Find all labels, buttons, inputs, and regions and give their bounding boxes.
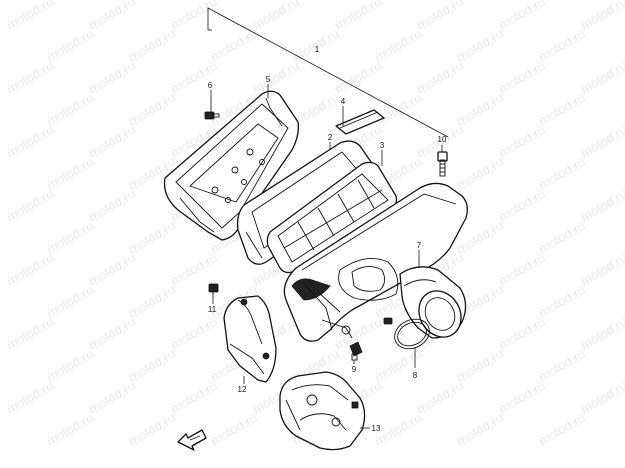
screw-11 <box>208 283 219 298</box>
side-cover-panel <box>223 295 277 383</box>
watermark-text: motod.ru <box>86 314 138 353</box>
watermark-text: motod.ru <box>496 0 548 33</box>
lower-resonator <box>279 371 366 451</box>
callout-11: 11 <box>208 305 217 314</box>
watermark-text: motod.ru <box>332 0 384 33</box>
bolt-6 <box>204 111 220 120</box>
watermark-text: motod.ru <box>536 90 588 129</box>
callout-4: 4 <box>341 97 346 106</box>
watermark-text: motod.ru <box>126 26 178 65</box>
watermark-text: motod.ru <box>536 218 588 257</box>
callout-12: 12 <box>238 385 247 394</box>
watermark-text: motod.ru <box>126 218 178 257</box>
watermark-text: motod.ru <box>250 58 302 97</box>
watermark-text: motod.ru <box>578 314 625 353</box>
front-direction-arrow-icon <box>177 429 207 451</box>
callout-6: 6 <box>208 81 213 90</box>
watermark-text: motod.ru <box>496 250 548 289</box>
watermark-text: motod.ru <box>4 58 56 97</box>
drain-plug <box>349 341 363 361</box>
watermark-text: motod.ru <box>454 410 506 449</box>
watermark-text: motod.ru <box>496 186 548 225</box>
intake-boot <box>399 266 467 339</box>
watermark-text: motod.ru <box>86 58 138 97</box>
watermark-text: motod.ru <box>86 250 138 289</box>
watermark-text: motod.ru <box>496 58 548 97</box>
watermark-text: motod.ru <box>208 410 260 449</box>
hose-clamp <box>383 317 430 350</box>
watermark-text: motod.ru <box>496 314 548 353</box>
watermark-text: motod.ru <box>578 378 625 417</box>
watermark-text: motod.ru <box>536 410 588 449</box>
watermark-text: motod.ru <box>496 378 548 417</box>
watermark-text: motod.ru <box>44 346 96 385</box>
watermark-text: motod.ru <box>4 0 56 33</box>
watermark-text: motod.ru <box>4 250 56 289</box>
watermark-text: motod.ru <box>86 0 138 33</box>
assembly-bracket <box>207 7 449 138</box>
watermark-text: motod.ru <box>126 346 178 385</box>
watermark-text: motod.ru <box>126 282 178 321</box>
watermark-text: motod.ru <box>168 0 220 33</box>
watermark-text: motod.ru <box>126 410 178 449</box>
watermark-text: motod.ru <box>454 346 506 385</box>
watermark-text: motod.ru <box>578 186 625 225</box>
watermark-text: motod.ru <box>44 282 96 321</box>
watermark-text: motod.ru <box>4 378 56 417</box>
watermark-text: motod.ru <box>454 154 506 193</box>
watermark-text: motod.ru <box>578 58 625 97</box>
watermark-text: motod.ru <box>44 154 96 193</box>
watermark-text: motod.ru <box>86 186 138 225</box>
watermark-text: motod.ru <box>496 122 548 161</box>
watermark-text: motod.ru <box>168 314 220 353</box>
callout-7: 7 <box>417 241 422 250</box>
air-cleaner-cover <box>163 90 300 241</box>
watermark-text: motod.ru <box>332 58 384 97</box>
watermark-text: motod.ru <box>536 282 588 321</box>
watermark-text: motod.ru <box>414 0 466 33</box>
callout-9: 9 <box>352 365 357 374</box>
filter-cage <box>266 161 398 274</box>
leader-lines <box>210 84 443 429</box>
watermark-text: motod.ru <box>44 90 96 129</box>
seal-4 <box>335 109 385 135</box>
watermark-text: motod.ru <box>86 122 138 161</box>
callout-1: 1 <box>315 45 320 54</box>
watermark-text: motod.ru <box>454 90 506 129</box>
callout-3: 3 <box>380 141 385 150</box>
watermark-text: motod.ru <box>578 0 625 33</box>
callout-13: 13 <box>372 424 381 433</box>
callout-2: 2 <box>328 133 333 142</box>
watermark-text: motod.ru <box>578 250 625 289</box>
air-cleaner-case <box>283 182 468 342</box>
callout-8: 8 <box>413 371 418 380</box>
callout-10: 10 <box>438 135 447 144</box>
watermark-text: motod.ru <box>4 186 56 225</box>
watermark-text: motod.ru <box>454 26 506 65</box>
callout-5: 5 <box>266 75 271 84</box>
watermark-text: motod.ru <box>168 58 220 97</box>
watermark-text: motod.ru <box>44 218 96 257</box>
watermark-text: motod.ru <box>4 122 56 161</box>
watermark-text: motod.ru <box>578 122 625 161</box>
watermark-text: motod.ru <box>4 314 56 353</box>
watermark-text: motod.ru <box>372 90 424 129</box>
watermark-text: motod.ru <box>168 378 220 417</box>
watermark-text: motod.ru <box>536 26 588 65</box>
watermark-text: motod.ru <box>414 378 466 417</box>
watermark-text: motod.ru <box>536 154 588 193</box>
watermark-text: motod.ru <box>536 346 588 385</box>
watermark-text: motod.ru <box>126 90 178 129</box>
watermark-text: motod.ru <box>250 0 302 33</box>
watermark-text: motod.ru <box>86 378 138 417</box>
watermark-text: motod.ru <box>372 26 424 65</box>
bolt-10 <box>437 151 448 177</box>
watermark-text: motod.ru <box>44 26 96 65</box>
callouts: 1 2 3 4 5 6 7 8 9 10 11 12 13 <box>208 45 447 433</box>
watermark-text: motod.ru <box>168 250 220 289</box>
watermark-text: motod.ru <box>414 58 466 97</box>
watermark-text: motod.ru <box>44 410 96 449</box>
